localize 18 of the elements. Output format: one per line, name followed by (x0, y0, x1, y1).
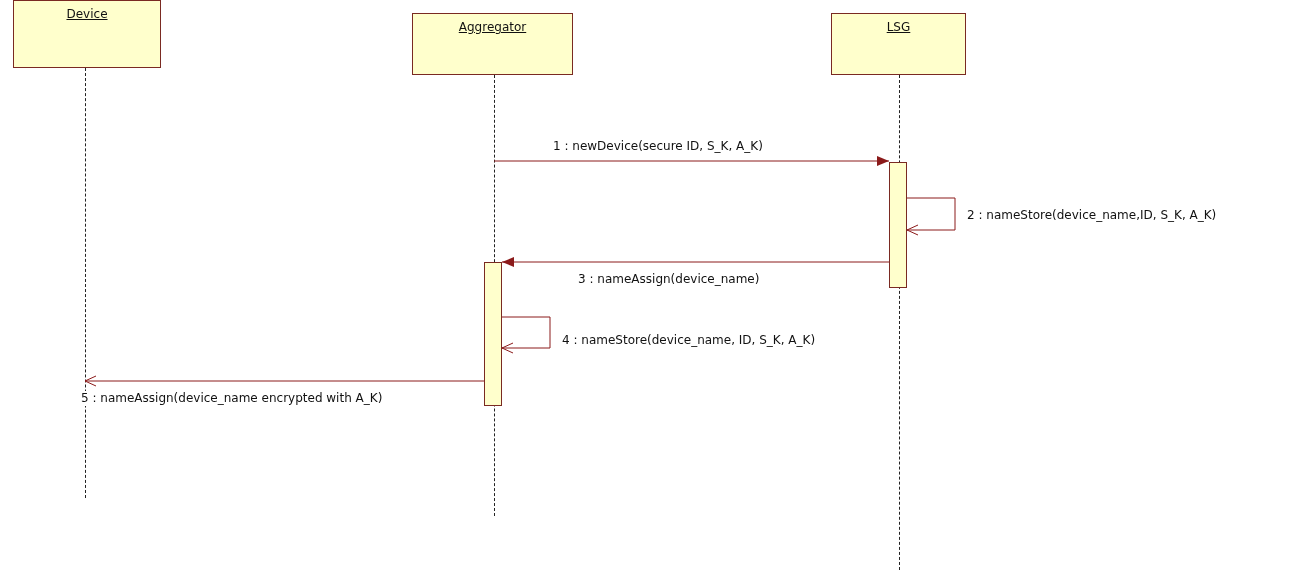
lifeline-header (13, 0, 161, 68)
activation-bar (484, 262, 502, 406)
self-message-arrow (501, 316, 551, 354)
message-arrow (84, 375, 485, 387)
participant-name: Device (66, 7, 108, 21)
message-label: 3 : nameAssign(device_name) (577, 272, 761, 287)
participant-name: Aggregator (458, 20, 527, 34)
message-label: 1 : newDevice(secure ID, S_K, A_K) (552, 139, 764, 154)
message-label: 5 : nameAssign(device_name encrypted with A_K) (80, 391, 384, 406)
message-arrow (501, 257, 890, 267)
activation-bar (889, 162, 907, 288)
message-label: 4 : nameStore(device_name, ID, S_K, A_K) (561, 333, 817, 348)
message-label: 2 : nameStore(device_name,ID, S_K, A_K) (966, 208, 1218, 223)
participant-name: LSG (886, 20, 911, 34)
message-arrow (493, 156, 890, 166)
lifeline-header (412, 13, 573, 75)
lifeline-header (831, 13, 966, 75)
self-message-arrow (906, 197, 956, 236)
